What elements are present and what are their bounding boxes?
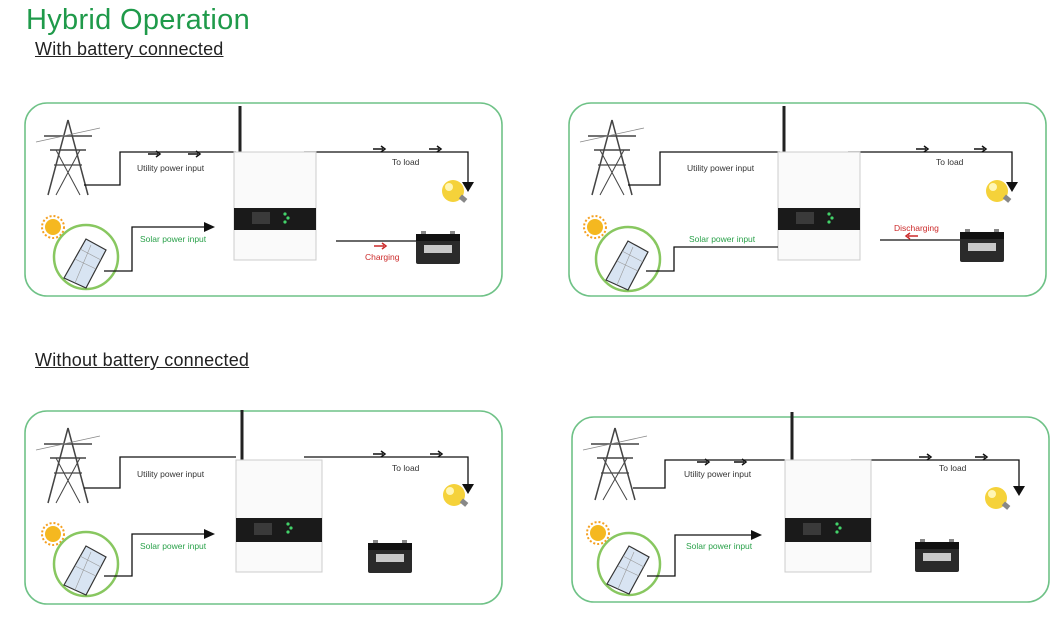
panel-diagram-graphic bbox=[24, 410, 503, 605]
utility-tower-icon bbox=[579, 119, 645, 196]
page-title: Hybrid Operation bbox=[26, 4, 251, 36]
to-load-label: To load bbox=[936, 157, 964, 167]
solar-panel-icon bbox=[52, 223, 120, 291]
light-bulb-icon bbox=[442, 180, 468, 203]
solar-power-label: Solar power input bbox=[686, 541, 753, 551]
solar-panel-icon bbox=[594, 225, 662, 293]
battery-icon bbox=[915, 539, 959, 572]
panel-diagram-graphic bbox=[571, 412, 1050, 603]
utility-tower-icon bbox=[582, 427, 648, 501]
utility-power-label: Utility power input bbox=[137, 163, 205, 173]
battery-icon bbox=[960, 229, 1004, 262]
light-bulb-icon bbox=[443, 484, 469, 507]
sun-icon bbox=[41, 522, 65, 546]
panel-diagram-graphic bbox=[24, 102, 503, 297]
sun-icon bbox=[41, 215, 65, 239]
to-load-label: To load bbox=[939, 463, 967, 473]
battery-icon bbox=[368, 540, 412, 573]
diagram-panel-charging: Utility power input To load Solar power … bbox=[24, 102, 504, 298]
solar-panel-icon bbox=[596, 531, 662, 597]
to-load-label: To load bbox=[392, 463, 420, 473]
utility-power-label: Utility power input bbox=[684, 469, 752, 479]
utility-power-label: Utility power input bbox=[137, 469, 205, 479]
battery-status-label: Discharging bbox=[894, 223, 939, 233]
light-bulb-icon bbox=[986, 180, 1012, 203]
diagram-panel-discharging: Utility power input To load Solar power … bbox=[568, 102, 1048, 298]
solar-power-label: Solar power input bbox=[689, 234, 756, 244]
light-bulb-icon bbox=[985, 487, 1011, 510]
solar-panel-icon bbox=[52, 530, 120, 598]
solar-power-label: Solar power input bbox=[140, 541, 207, 551]
diagram-panel-no-battery-1: Utility power input To load Solar power … bbox=[24, 410, 504, 606]
utility-power-label: Utility power input bbox=[687, 163, 755, 173]
solar-power-label: Solar power input bbox=[140, 234, 207, 244]
diagram-panel-no-battery-2: Utility power input To load Solar power … bbox=[571, 412, 1051, 612]
section-heading-with-battery: With battery connected bbox=[35, 39, 224, 59]
battery-icon bbox=[416, 231, 460, 264]
to-load-label: To load bbox=[392, 157, 420, 167]
battery-status-label: Charging bbox=[365, 252, 400, 262]
panel-diagram-graphic bbox=[568, 102, 1047, 297]
sun-icon bbox=[583, 215, 607, 239]
section-heading-without-battery: Without battery connected bbox=[35, 350, 250, 370]
sun-icon bbox=[586, 521, 610, 545]
utility-tower-icon bbox=[35, 119, 101, 196]
utility-tower-icon bbox=[35, 427, 101, 504]
